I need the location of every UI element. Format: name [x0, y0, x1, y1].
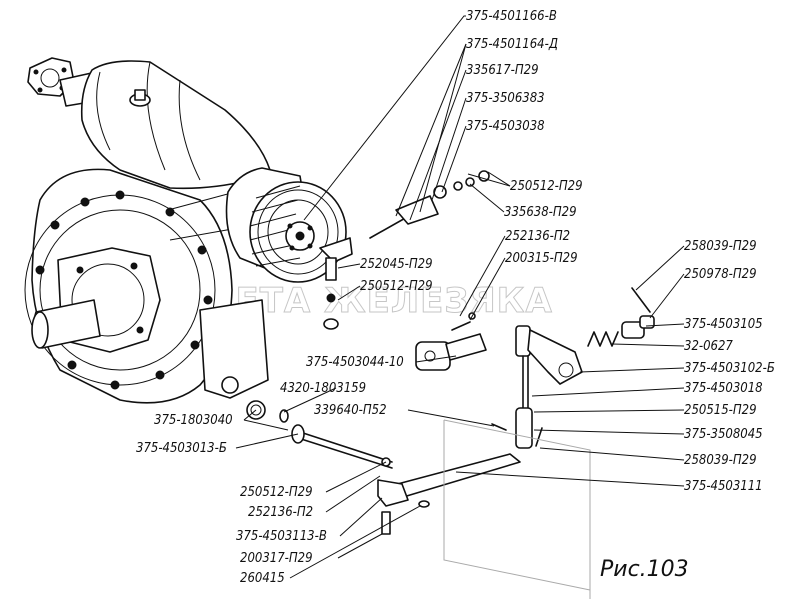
callout-label: 258039-П29	[684, 453, 757, 468]
callout-label: 252045-П29	[360, 257, 433, 272]
callout-label: 260415	[240, 571, 285, 586]
callout-label: 375-3506383	[466, 91, 545, 106]
linkage-upper	[319, 170, 490, 371]
callout-labels: 375-4501166-В 375-4501164-Д 335617-П29 3…	[136, 9, 775, 586]
leader-lines	[235, 15, 685, 579]
callout-label: 375-1803040	[154, 413, 233, 428]
callout-label: 258039-П29	[684, 239, 757, 254]
callout-label: 375-4503018	[684, 381, 763, 396]
callout-label: 250512-П29	[510, 179, 583, 194]
callout-label: 375-4501164-Д	[466, 37, 558, 52]
callout-label: 250512-П29	[360, 279, 433, 294]
linkage-lever-assembly	[246, 287, 655, 535]
callout-label: 375-4503013-Б	[136, 441, 227, 456]
callout-label: 375-4503044-10	[306, 355, 404, 370]
callout-label: 200315-П29	[505, 251, 578, 266]
callout-label: 335617-П29	[466, 63, 539, 78]
callout-label: 250978-П29	[684, 267, 757, 282]
callout-label: 252136-П2	[248, 505, 313, 520]
callout-label: 339640-П52	[314, 403, 387, 418]
brake-drum	[225, 167, 347, 283]
callout-label: 375-4503038	[466, 119, 545, 134]
callout-label: 375-4503113-В	[236, 529, 327, 544]
figure-caption: Рис.103	[600, 557, 689, 582]
callout-label: 375-3508045	[684, 427, 763, 442]
callout-label: 375-4503102-Б	[684, 361, 775, 376]
callout-label: 335638-П29	[504, 205, 577, 220]
callout-label: 32-0627	[684, 339, 733, 354]
callout-label: 252136-П2	[505, 229, 570, 244]
callout-label: 4320-1803159	[280, 381, 366, 396]
callout-label: 375-4501166-В	[466, 9, 557, 24]
callout-label: 375-4503105	[684, 317, 763, 332]
callout-label: 250512-П29	[240, 485, 313, 500]
callout-label: 250515-П29	[684, 403, 757, 418]
transfer-case-housing	[24, 57, 271, 404]
callout-label: 200317-П29	[240, 551, 313, 566]
callout-label: 375-4503111	[684, 479, 763, 494]
